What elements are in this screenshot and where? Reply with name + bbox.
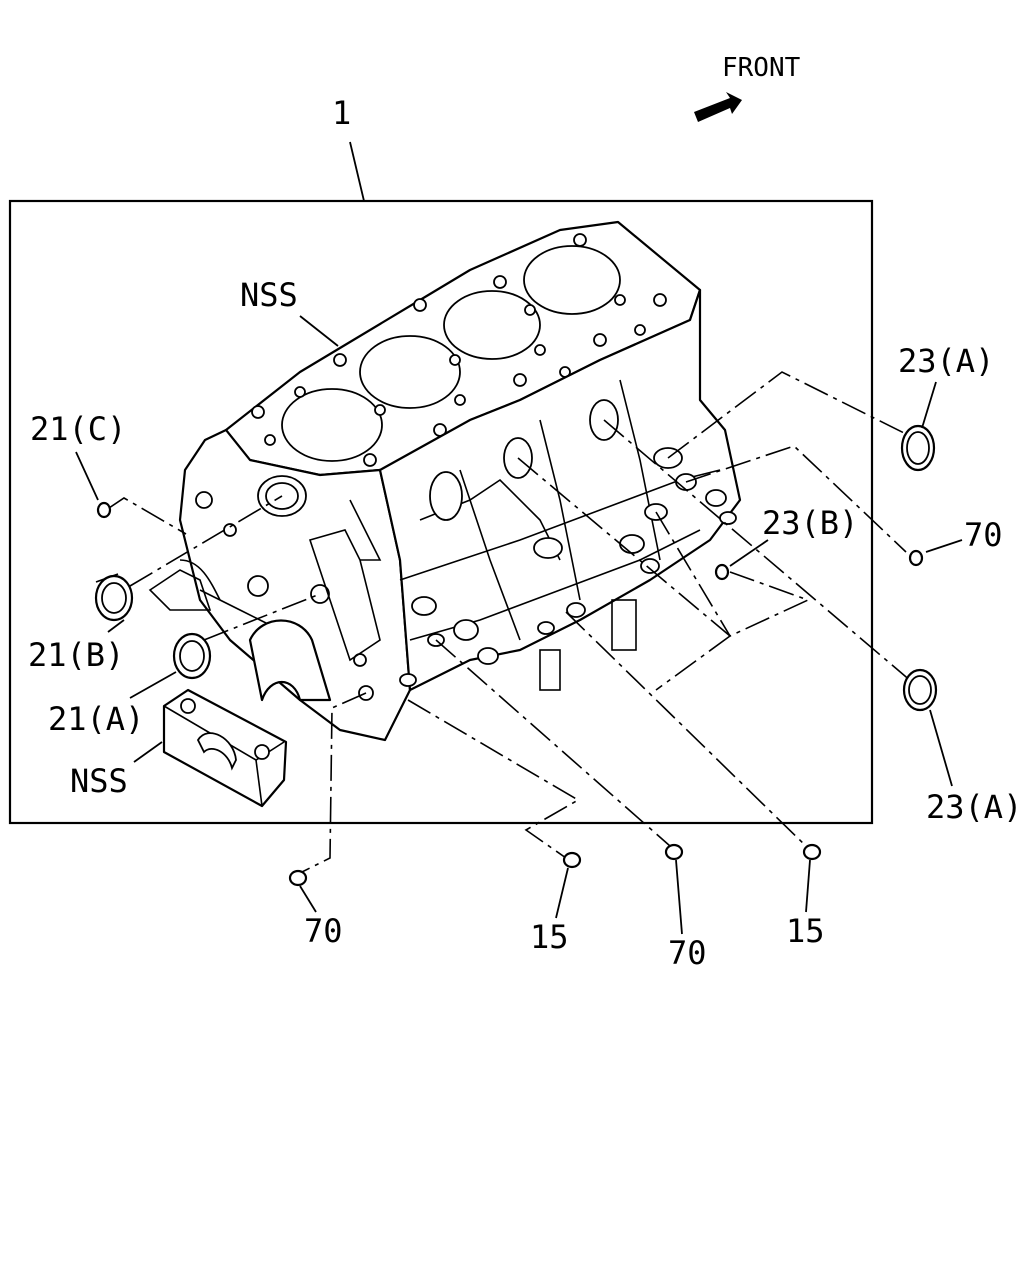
assembly-frame [8,199,874,825]
pin-70-bottom-left [288,869,308,887]
plug-15-left [562,851,582,869]
label-nss-top: NSS [240,276,298,314]
label-23a-top: 23(A) [898,342,994,380]
label-70-right: 70 [964,516,1003,554]
label-23a-bottom: 23(A) [926,788,1022,826]
plug-23a-top [900,424,936,472]
label-nss-bottom: NSS [70,762,128,800]
cylinder-block [148,220,742,742]
plug-15-right [802,843,822,861]
label-21a: 21(A) [48,700,144,738]
connection-lines [105,371,919,875]
front-label: FRONT [722,53,801,83]
label-70-bottom-mid: 70 [668,934,707,972]
label-15-right: 15 [786,912,825,950]
label-21c: 21(C) [30,410,126,448]
dowel-23b [714,563,730,581]
bearing-21c [96,501,112,519]
pin-70-bottom-mid [664,843,684,861]
leader-lines [75,315,963,935]
label-15-left: 15 [530,918,569,956]
assembly-number-label: 1 [332,94,351,132]
front-arrow-icon [694,92,742,122]
bearing-21b [94,573,134,622]
label-21b: 21(B) [28,636,124,674]
bearing-cap [162,688,288,808]
pin-70-right [908,549,924,567]
bearing-21a [172,632,212,680]
label-70-bottom-left: 70 [304,912,343,950]
plug-23a-bottom [902,668,938,712]
label-23b: 23(B) [762,504,858,542]
